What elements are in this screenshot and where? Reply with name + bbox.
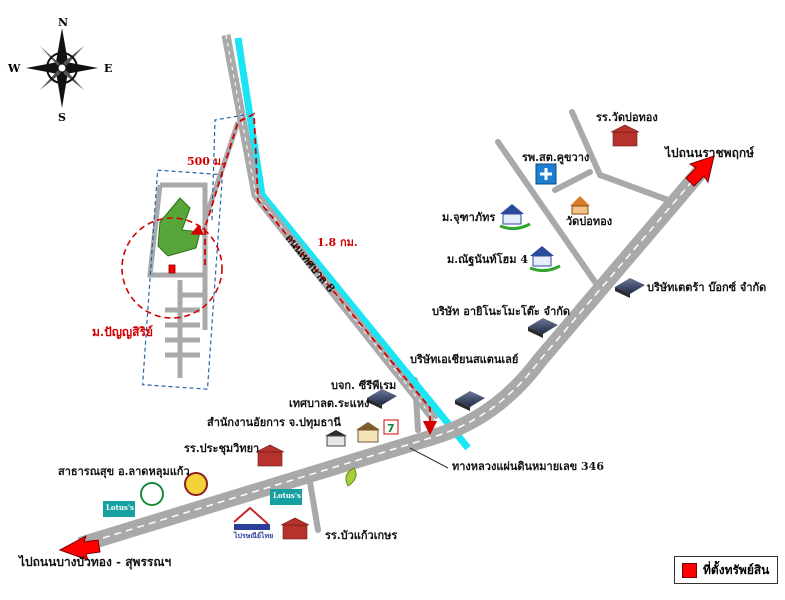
- direction-label-bangbuathong: ไปถนนบางบัวทอง - สุพรรณฯ: [19, 555, 172, 569]
- temple-icon: [570, 196, 590, 215]
- radius-circle: [121, 217, 223, 319]
- compass-s: S: [58, 111, 66, 124]
- direction-label-ratchaphruek: ไปถนนราชพฤกษ์: [665, 146, 755, 160]
- village-label-panyasiri: ม.ปัญญสิริย์: [92, 325, 153, 339]
- temple-label-wat-bo-thong: วัดบ่อทอง: [566, 215, 613, 228]
- gas-station-icon: [345, 467, 357, 487]
- compass-e: E: [104, 62, 112, 75]
- arrow-northeast-icon: [685, 155, 715, 187]
- route-path: [204, 112, 438, 436]
- office-label-tessaban: เทศบาลต.ระแหง: [289, 397, 370, 410]
- park-area: [157, 197, 201, 257]
- property-marker: [168, 264, 176, 274]
- highway-346-label: ทางหลวงแผ่นดินหมายเลข 346: [452, 460, 604, 473]
- lotus-label-1: Lotus's: [106, 503, 134, 512]
- legend-swatch: [682, 562, 697, 578]
- health-center-label: สาธารณสุข อ.ลาดหลุมแก้ว: [58, 465, 190, 478]
- school-label-bua-kaew: รร.บัวแก้วเกษร: [325, 529, 398, 542]
- office-label-district: สำนักงานอัยการ จ.ปทุมธานี: [207, 416, 341, 429]
- compass-w: W: [7, 62, 21, 75]
- hospital-icon: [535, 163, 557, 185]
- thesaban-8-road: [221, 34, 439, 423]
- school-label-wat-bo-thong: รร.วัดบ่อทอง: [596, 111, 658, 124]
- post-office-label: ไปรษณีย์ไทย: [234, 531, 274, 540]
- distance-label-1-8km: 1.8 กม.: [317, 236, 358, 249]
- village-label-nathanan: ม.ณัฐนันท์โฮม 4: [447, 253, 529, 266]
- building-icon: [367, 278, 645, 411]
- lotus-store-icon: [103, 489, 302, 517]
- arrow-southwest-icon: [58, 534, 101, 561]
- company-label-asian-stainless: บริษัทเอเชียนสแตนเลย์: [410, 353, 519, 366]
- hospital-label: รพ.สต.คูขวาง: [522, 151, 590, 164]
- map-legend: ที่ตั้งทรัพย์สิน: [674, 556, 778, 584]
- compass-n: N: [58, 16, 68, 29]
- compass-rose-icon: N S E W: [7, 16, 112, 124]
- highway-346-road: [77, 166, 707, 553]
- legend-label: ที่ตั้งทรัพย์สิน: [703, 562, 770, 577]
- canal: [234, 37, 471, 451]
- school-label-prachum: รร.ประชุมวิทยา: [184, 442, 260, 455]
- highway-label-leader: [409, 447, 449, 469]
- government-office-icon: [325, 422, 380, 447]
- company-label-tetra-box: บริษัทเตตร้า บ๊อกซ์ จำกัด: [647, 281, 767, 294]
- house-icon: [499, 204, 561, 273]
- svg-text:7: 7: [387, 422, 395, 435]
- post-office-icon: [233, 506, 270, 530]
- seven-eleven-icon: 7: [383, 419, 399, 435]
- company-label-ajinomoto: บริษัท อายิโนะโมะโต๊ะ จำกัด: [432, 305, 571, 318]
- company-label-cp-seri: บจก. ซีรีพีเรม: [331, 379, 397, 392]
- village-label-jutaphat: ม.จุฑาภัทร: [442, 211, 496, 224]
- health-logo-icon: [140, 472, 208, 506]
- distance-label-500m: 500 ม.: [187, 155, 225, 168]
- school-icon: [255, 124, 640, 540]
- lotus-label-2: Lotus's: [273, 491, 301, 500]
